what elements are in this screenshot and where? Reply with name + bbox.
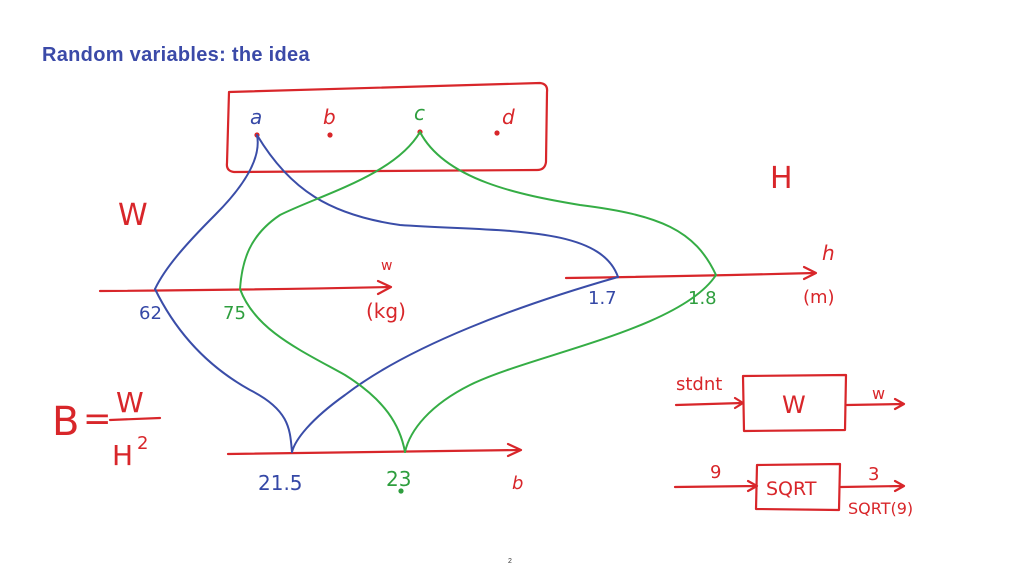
curve-a-to-1-7 [256, 134, 619, 278]
formula-fraction-bar [108, 416, 162, 422]
height-value-1-8: 1.8 [688, 288, 717, 309]
box-w-rect [741, 373, 848, 433]
function-box-sqrt: 9 SQRT 3 SQRT(9) [673, 462, 913, 518]
outcome-c: c [414, 101, 425, 125]
formula-lhs: B [52, 399, 79, 445]
sample-space: a b c d [225, 81, 549, 174]
curve-c-to-75 [239, 131, 421, 290]
curve-75-to-23 [239, 288, 406, 453]
height-axis-unit: (m) [803, 287, 835, 308]
outcome-d: d [502, 105, 515, 129]
height-axis-arrowhead [802, 265, 818, 281]
outcome-a: a [250, 105, 262, 129]
bmi-value-23: 23 [386, 467, 411, 491]
box-w-label: W [782, 391, 806, 419]
formula-denominator: H [112, 439, 133, 472]
box-sqrt-output: 3 [868, 464, 879, 485]
box-w-output: w [872, 384, 885, 403]
box-sqrt-output-arrow [839, 479, 906, 493]
function-box-w: stdnt W w [674, 373, 906, 433]
formula-numerator: W [116, 386, 144, 419]
outcome-b: b [323, 105, 336, 129]
page-number: 2 [508, 558, 512, 565]
weight-axis-unit: (kg) [366, 299, 406, 323]
mapping-a [154, 134, 619, 453]
formula-exponent: 2 [137, 433, 148, 454]
height-axis: h (m) 1.7 1.8 [564, 241, 835, 309]
variable-w-label: W [118, 198, 148, 233]
curve-1-7-to-21-5 [291, 276, 619, 453]
box-sqrt-label: SQRT [766, 478, 817, 500]
height-axis-line [564, 271, 817, 280]
box-sqrt-caption: SQRT(9) [848, 499, 913, 518]
curve-a-to-62 [154, 134, 259, 290]
height-value-1-7: 1.7 [588, 288, 617, 309]
outcome-d-dot [494, 130, 500, 136]
weight-axis-var: w [381, 258, 392, 274]
height-axis-var: h [822, 241, 835, 265]
weight-axis-line [98, 285, 392, 293]
bmi-23-dot [398, 488, 404, 494]
weight-axis-arrowhead [376, 279, 393, 296]
box-w-input-arrow [674, 396, 745, 410]
bmi-axis-line [226, 448, 522, 456]
bmi-axis-arrowhead [506, 442, 523, 458]
mapping-c [239, 131, 717, 453]
bmi-axis: b 21.5 23 [226, 442, 523, 495]
outcome-b-dot [327, 132, 333, 138]
curve-62-to-21-5 [154, 288, 293, 453]
curve-c-to-1-8 [419, 131, 717, 276]
variable-h-label: H [770, 161, 793, 196]
weight-value-75: 75 [223, 303, 246, 324]
bmi-value-21-5: 21.5 [258, 471, 303, 495]
box-sqrt-input: 9 [710, 462, 721, 483]
bmi-axis-var: b [512, 473, 523, 494]
box-w-input: stdnt [676, 374, 722, 395]
formula-equals: = [83, 399, 112, 439]
weight-value-62: 62 [139, 303, 162, 324]
bmi-formula: B = W H 2 [52, 386, 162, 472]
box-sqrt-rect [754, 462, 842, 512]
slide-title: Random variables: the idea [42, 44, 310, 66]
sample-space-box [225, 81, 549, 174]
weight-axis: w (kg) 62 75 [98, 258, 406, 324]
curve-1-8-to-23 [404, 274, 717, 453]
box-w-output-arrow [845, 397, 906, 411]
